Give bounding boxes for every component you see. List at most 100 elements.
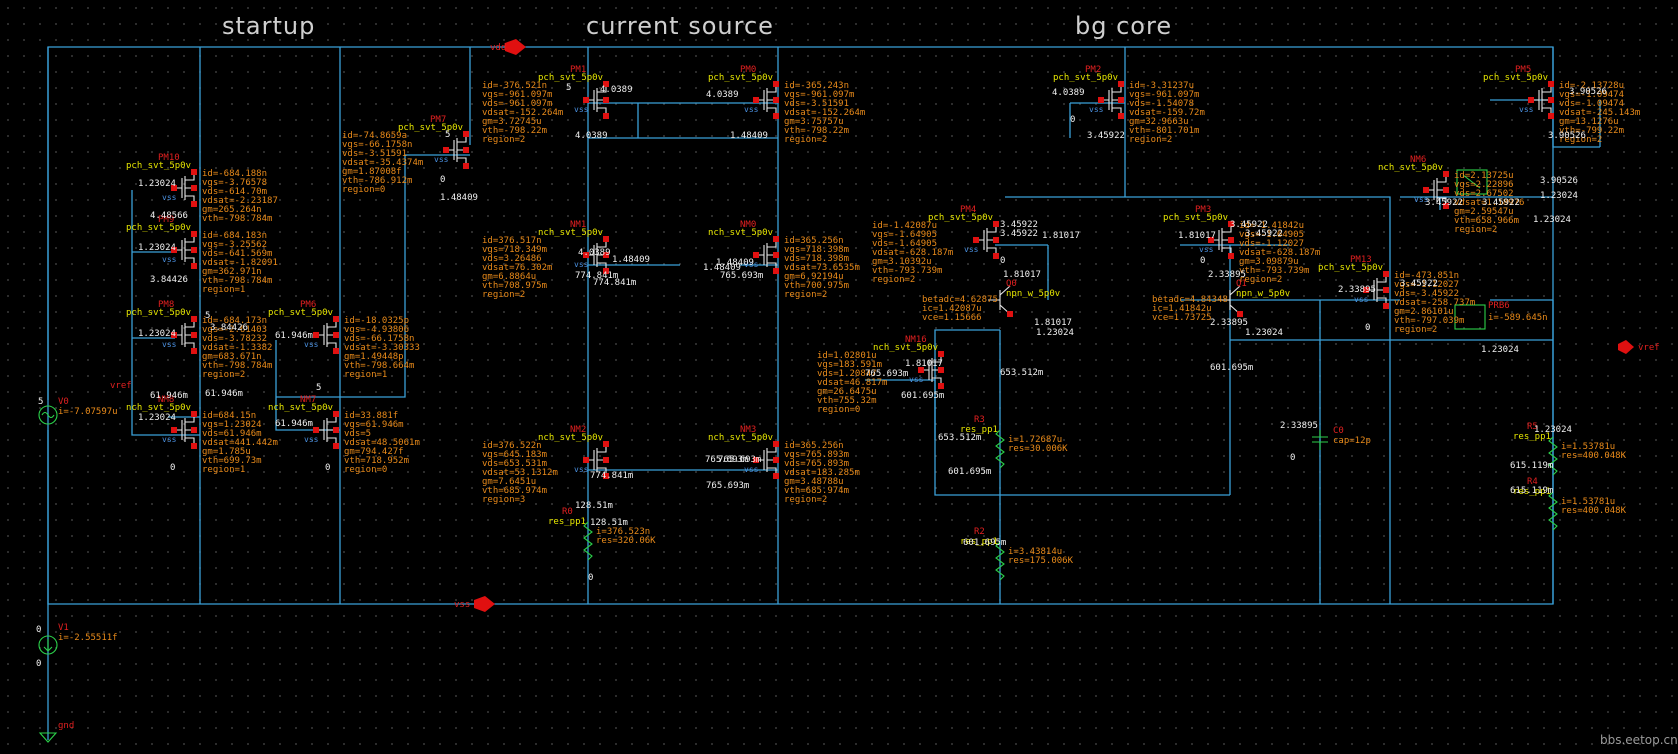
device-param: betadc=4.62875 (922, 295, 998, 305)
device-param: vdsat=-628.187m (1239, 248, 1320, 258)
device-param: gm=683.671n (202, 352, 262, 362)
marker-widget[interactable] (1456, 169, 1488, 195)
transistor-nm2[interactable]: NM2nch_svt_5p0vid=376.522nvgs=645.183mvd… (482, 425, 609, 505)
capacitor-c0[interactable]: C0 cap=12p (1312, 426, 1371, 450)
device-name: PM5 (1515, 65, 1531, 75)
vss-net-label[interactable]: vss (454, 596, 495, 612)
vref-output-pin[interactable]: vref (1618, 340, 1660, 354)
node-voltage: 765.693m (865, 369, 908, 379)
node-voltage: 3.45922 (1425, 198, 1463, 208)
device-param: id=33.881f (344, 411, 398, 421)
device-param: region=2 (784, 135, 827, 145)
node-voltage: 1.23024 (1540, 191, 1578, 201)
device-cell: pch_svt_5p0v (126, 308, 191, 318)
device-param: gm=26.6475u (817, 387, 877, 397)
node-voltage: 0 (1365, 323, 1370, 333)
device-name: NM6 (1410, 155, 1426, 165)
transistor-nm6[interactable]: NM6nch_svt_5p0vid=2.13725uvgs=2.22896vds… (1378, 155, 1524, 235)
device-param: vdsat=-159.72m (1129, 108, 1205, 118)
probe-prb6[interactable]: PRB6 i=-589.645n (1454, 301, 1548, 330)
device-param: vds=-961.097m (482, 99, 552, 109)
transistor-nm16[interactable]: NM16nch_svt_5p0vid=1.02801uvgs=183.591mv… (817, 335, 944, 415)
device-name: NM2 (570, 425, 586, 435)
device-name: NM16 (905, 335, 927, 345)
device-param: vgs=-1.09474 (1559, 90, 1624, 100)
node-voltage: 61.946m (275, 419, 313, 429)
node-voltage: 3.90526 (1569, 87, 1607, 97)
device-param: ic=1.42087u (922, 304, 982, 314)
device-param: vgs=-1.64905 (872, 230, 937, 240)
section-title-startup: startup (222, 12, 315, 40)
device-cell: npn_w_5p0v (1236, 289, 1290, 299)
node-voltage: 128.51m (575, 501, 613, 511)
device-param: vth=-801.701m (1129, 126, 1199, 136)
transistor-nm1[interactable]: NM1nch_svt_5p0vid=376.517nvgs=718.349mvd… (482, 220, 609, 300)
node-voltage: 1.48409 (612, 255, 650, 265)
transistor-pm1[interactable]: PM1pch_svt_5p0vid=-376.521nvgs=-961.097m… (482, 65, 609, 145)
transistor-pm3[interactable]: PM3pch_svt_5p0vid=-1.41842uvgs=-1.64905v… (1163, 205, 1320, 285)
vdd-net-label[interactable]: vdd (490, 39, 526, 55)
transistor-nm7[interactable]: NM7nch_svt_5p0vid=33.881fvgs=61.946mvds=… (268, 395, 420, 475)
device-param: id=-376.521n (482, 81, 547, 91)
node-voltage: 3.45922 (1230, 220, 1268, 230)
device-param: vgs=183.591m (817, 360, 882, 370)
device-param: vth=700.975m (784, 281, 849, 291)
device-param: region=2 (1239, 275, 1282, 285)
device-param: region=2 (482, 135, 525, 145)
transistor-pm4[interactable]: PM4pch_svt_5p0vid=-1.42087uvgs=-1.64905v… (872, 205, 999, 285)
node-voltage: 1.23024 (138, 413, 176, 423)
transistor-pm7[interactable]: PM7pch_svt_5p0vid=-74.8659avgs=-66.1758n… (342, 115, 469, 195)
device-param: vgs=2.22896 (1454, 180, 1514, 190)
device-param: id=-18.0325p (344, 316, 409, 326)
device-param: vgs=61.946m (344, 420, 404, 430)
device-param: vds=-614.70m (202, 187, 267, 197)
transistor-pm13[interactable]: PM13pch_svt_5p0vid=-473.851nvgs=-1.12027… (1318, 255, 1475, 335)
device-name: Q0 (1006, 279, 1017, 289)
transistor-pm2[interactable]: PM2pch_svt_5p0vid=-3.31237uvgs=-961.097m… (1053, 65, 1205, 145)
transistor-nm0[interactable]: NM0nch_svt_5p0vid=365.256nvgs=718.398mvd… (708, 220, 860, 300)
device-param: vds=5 (344, 429, 371, 439)
device-param: vgs=645.183m (482, 450, 547, 460)
node-voltage: 653.512m (1000, 368, 1043, 378)
transistor-pm9[interactable]: PM9pch_svt_5p0vid=-684.183nvgs=-3.25562v… (126, 215, 278, 295)
bjt-q1[interactable]: Q1npn_w_5p0vbetadc=4.84348ic=1.41842uvce… (1152, 279, 1290, 323)
device-name: R2 (974, 527, 985, 537)
node-voltage: 1.48409 (703, 263, 741, 273)
device-cell: pch_svt_5p0v (928, 213, 993, 223)
node-voltage: 1.48409 (716, 258, 754, 268)
device-param: i=1.53781u (1561, 497, 1615, 507)
device-name: PM8 (158, 300, 174, 310)
device-param: gm=3.10392u (872, 257, 932, 267)
transistor-pm8[interactable]: PM8pch_svt_5p0vid=-684.173nvgs=-2.61403v… (126, 300, 272, 380)
transistor-pm0[interactable]: PM0pch_svt_5p0vid=-365.243nvgs=-961.097m… (708, 65, 865, 145)
transistor-pm10[interactable]: PM10pch_svt_5p0vid=-684.188nvgs=-3.76578… (126, 153, 278, 224)
device-param: id=365.256n (784, 236, 844, 246)
node-voltage: 0 (170, 463, 175, 473)
node-voltage: 4.48566 (150, 211, 188, 221)
bulk-label: vss (909, 375, 924, 384)
device-name: PM13 (1350, 255, 1372, 265)
bulk-label: vss (434, 155, 449, 164)
device-cell: pch_svt_5p0v (126, 223, 191, 233)
device-param: vgs=718.349m (482, 245, 547, 255)
section-title-current-source: current source (586, 12, 774, 40)
transistor-nm3[interactable]: NM3nch_svt_5p0vid=365.256nvgs=765.893mvd… (708, 425, 860, 505)
node-voltage: 3.45922 (1000, 220, 1038, 230)
device-param: vds=-66.1758n (344, 334, 414, 344)
transistor-nm8[interactable]: NM8nch_svt_5p0vid=684.15nvgs=1.23024vds=… (126, 395, 278, 475)
device-param: vds=61.946m (202, 429, 262, 439)
device-param: vdsat=46.817m (817, 378, 887, 388)
transistor-pm6[interactable]: PM6pch_svt_5p0vid=-18.0325pvgs=-4.93806v… (268, 300, 420, 380)
node-voltage: 615.119m (1510, 486, 1553, 496)
voltage-source-v1[interactable]: V1 i=-2.55511f 0 0 (36, 623, 118, 669)
transistor-pm5[interactable]: PM5pch_svt_5p0vid=-2.13728uvgs=-1.09474v… (1483, 65, 1640, 145)
voltage-source-v0[interactable]: V0 i=-7.07597u 5 (38, 397, 118, 425)
node-voltage: 3.45922 (1087, 131, 1125, 141)
bjt-q0[interactable]: Q0npn_w_5p0vbetadc=4.62875ic=1.42087uvce… (922, 279, 1060, 323)
bulk-label: vss (1519, 105, 1534, 114)
